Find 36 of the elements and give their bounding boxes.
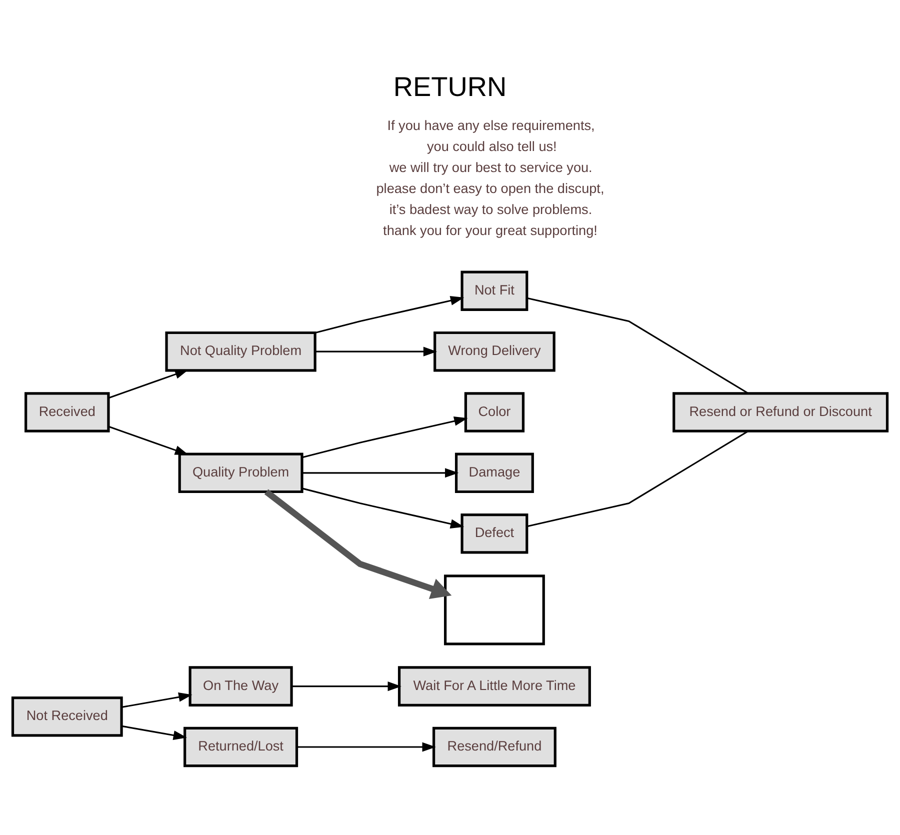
label: we will try our best to service you. — [389, 160, 592, 175]
label: If you have any else requirements, — [387, 118, 595, 133]
arrow — [315, 295, 464, 333]
node-box: Not Fit — [460, 270, 528, 311]
node-box: Resend or Refund or Discount — [672, 392, 889, 432]
connector — [526, 296, 749, 394]
arrow — [122, 692, 192, 708]
arrow — [302, 416, 468, 458]
node-box: Resend/Refund — [432, 726, 556, 767]
arrow — [315, 346, 438, 356]
label: it’s badest way to solve problems. — [389, 201, 592, 216]
node-box: Not Received — [11, 696, 123, 736]
arrow — [264, 488, 452, 598]
arrow — [292, 681, 402, 691]
node-box: Defect — [460, 512, 528, 554]
node-box: Color — [464, 392, 525, 432]
connector — [526, 430, 749, 527]
arrow — [297, 742, 436, 752]
diagram-title: RETURN — [393, 70, 507, 102]
arrow — [108, 369, 189, 398]
node-box: Wait For A Little More Time — [398, 666, 591, 706]
label: please don’t easy to open the discupt, — [376, 180, 604, 196]
node-box: Quality Problem — [178, 452, 304, 493]
node-box: Wrong Delivery — [434, 330, 556, 372]
label: you could also tell us! — [426, 138, 557, 154]
node-envelope — [444, 574, 545, 645]
node-box: Received — [24, 392, 110, 432]
node-box: On The Way — [188, 666, 293, 706]
arrow — [122, 724, 187, 740]
arrow — [302, 487, 464, 528]
arrow — [302, 468, 459, 478]
arrow — [108, 425, 189, 454]
node-box: Damage — [454, 452, 534, 493]
node-box: Returned/Lost — [184, 726, 298, 767]
node-box: Not Quality Problem — [165, 330, 316, 372]
label: thank you for your great supporting! — [383, 222, 598, 238]
